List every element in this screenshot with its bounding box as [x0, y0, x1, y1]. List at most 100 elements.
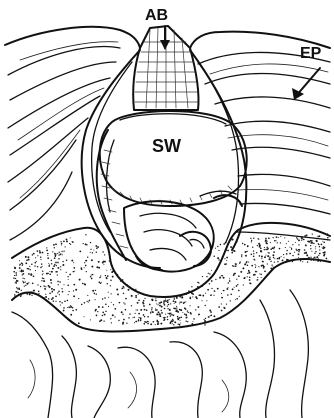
stipple-dot: [280, 236, 281, 237]
stipple-dot: [170, 313, 171, 314]
stipple-dot: [144, 309, 146, 311]
stipple-dot: [53, 244, 55, 246]
stipple-dot: [264, 247, 265, 248]
stipple-dot: [249, 279, 251, 281]
stipple-dot: [247, 245, 248, 246]
stipple-dot: [174, 321, 176, 323]
stipple-dot: [321, 244, 323, 246]
stipple-dot: [251, 265, 253, 267]
stipple-dot: [251, 240, 252, 241]
stipple-dot: [227, 294, 229, 296]
stipple-dot: [327, 239, 328, 240]
stipple-dot: [274, 258, 275, 259]
stipple-dot: [33, 253, 35, 255]
stipple-dot: [259, 246, 261, 248]
stipple-dot: [108, 306, 109, 307]
stipple-dot: [119, 302, 121, 304]
stipple-dot: [132, 317, 133, 318]
stipple-dot: [210, 294, 212, 296]
stipple-dot: [22, 274, 23, 275]
cavity-outline: [82, 50, 247, 268]
stipple-dot: [209, 315, 210, 316]
stipple-dot: [261, 258, 262, 259]
stipple-dot: [159, 313, 161, 315]
stipple-dot: [287, 259, 289, 261]
stipple-dot: [62, 261, 63, 262]
stipple-dot: [82, 283, 84, 285]
stipple-dot: [15, 272, 17, 274]
stipple-dot: [187, 310, 188, 311]
stipple-dot: [29, 269, 30, 270]
stipple-dot: [253, 259, 255, 261]
stipple-dot: [104, 297, 106, 299]
stipple-dot: [191, 323, 193, 325]
stipple-dot: [204, 320, 206, 322]
stipple-dot: [61, 243, 62, 244]
stipple-dot: [110, 269, 111, 270]
stipple-dot: [117, 274, 118, 275]
stipple-dot: [13, 277, 14, 278]
stipple-dot: [37, 255, 38, 256]
stipple-dot: [121, 288, 123, 290]
stipple-dot: [325, 260, 327, 262]
stipple-dot: [48, 298, 50, 300]
stipple-dot: [180, 320, 181, 321]
stipple-dot: [143, 323, 145, 325]
stipple-dot: [54, 257, 56, 259]
stipple-dot: [168, 299, 169, 300]
stipple-dot: [134, 317, 135, 318]
stipple-dot: [248, 272, 250, 274]
stipple-dot: [55, 262, 57, 264]
stipple-dot: [111, 302, 112, 303]
stipple-dot: [188, 290, 190, 292]
stipple-dot: [94, 293, 95, 294]
stipple-dot: [72, 241, 74, 243]
stipple-dot: [261, 277, 262, 278]
stipple-dot: [317, 238, 319, 240]
stipple-dot: [237, 241, 238, 242]
stipple-dot: [225, 263, 227, 265]
stipple-dot: [55, 243, 57, 245]
stipple-dot: [62, 264, 64, 266]
stipple-dot: [289, 247, 290, 248]
stipple-dot: [22, 281, 23, 282]
stipple-dot: [302, 261, 303, 262]
stipple-dot: [266, 246, 268, 248]
stipple-dot: [149, 304, 151, 306]
stipple-dot: [86, 244, 87, 245]
stipple-dot: [44, 288, 46, 290]
stipple-dot: [267, 255, 269, 257]
stipple-dot: [59, 252, 60, 253]
stipple-dot: [131, 295, 133, 297]
label-ab: AB: [145, 7, 168, 24]
stipple-dot: [156, 320, 158, 322]
stipple-dot: [123, 319, 125, 321]
stipple-dot: [37, 266, 38, 267]
stipple-dot: [324, 233, 325, 234]
stipple-dot: [34, 292, 36, 294]
stipple-dot: [175, 301, 177, 303]
stipple-dot: [173, 300, 175, 302]
stipple-dot: [73, 284, 75, 286]
stipple-dot: [163, 300, 165, 302]
stipple-dot: [296, 237, 297, 238]
stipple-dot: [114, 308, 116, 310]
stipple-dot: [113, 304, 114, 305]
stipple-dot: [224, 258, 225, 259]
stipple-dot: [156, 300, 157, 301]
stipple-dot: [102, 315, 104, 317]
stipple-dot: [31, 275, 32, 276]
stipple-dot: [301, 239, 302, 240]
stipple-dot: [13, 271, 15, 273]
stipple-dot: [60, 266, 61, 267]
stipple-dot: [22, 278, 23, 279]
stippled-tissue: [12, 223, 330, 332]
stipple-dot: [165, 299, 166, 300]
stipple-dot: [270, 248, 272, 250]
stipple-dot: [34, 265, 36, 267]
stipple-dot: [244, 244, 246, 246]
stipple-dot: [110, 318, 111, 319]
stipple-dot: [295, 242, 296, 243]
stipple-dot: [70, 314, 72, 316]
stipple-dot: [152, 311, 154, 313]
